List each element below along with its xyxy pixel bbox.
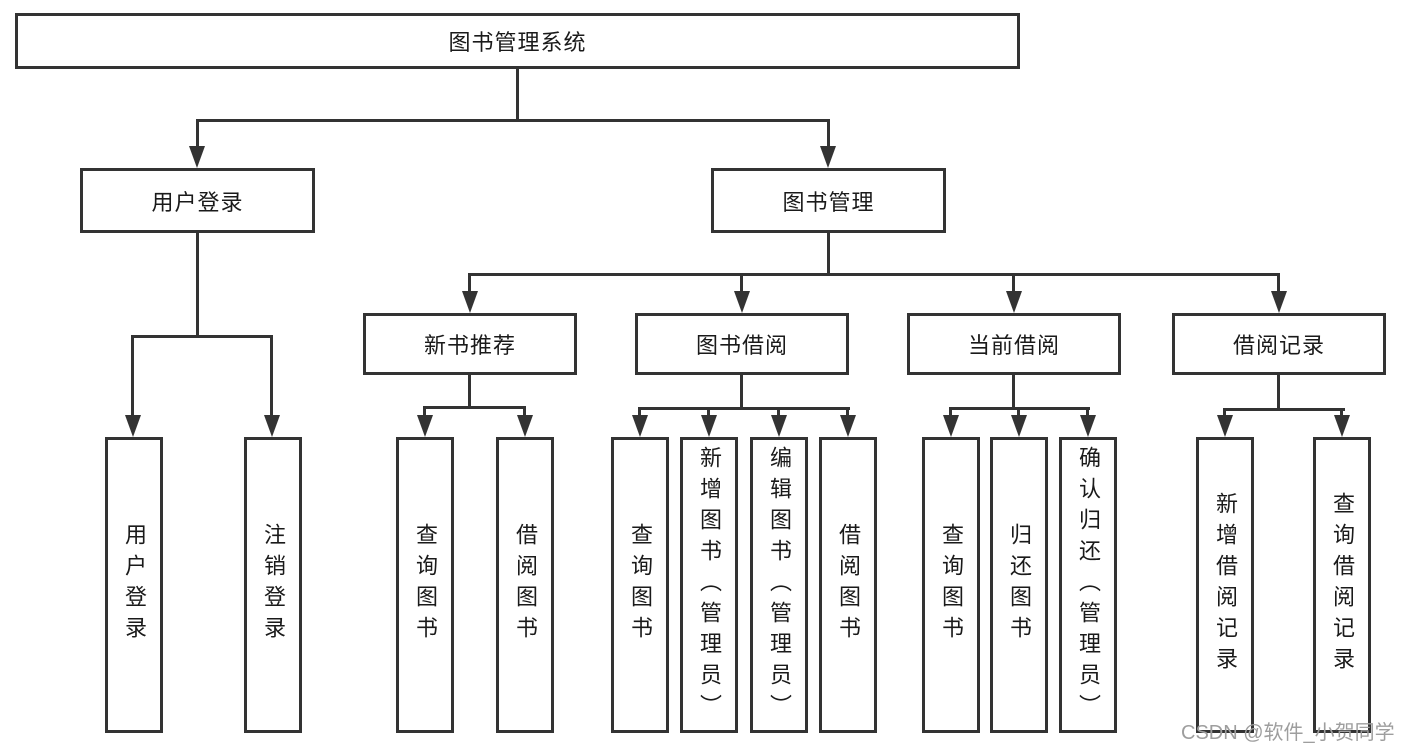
- arrow-down-icon: [1334, 415, 1350, 437]
- arrow-down-icon: [189, 146, 205, 168]
- arrow-down-icon: [1217, 415, 1233, 437]
- connector-stem: [1340, 408, 1343, 418]
- connector-borrow-stem: [740, 375, 743, 409]
- leaf-label: 借阅图书: [513, 523, 538, 647]
- arrow-down-icon: [125, 415, 141, 437]
- connector-user-login-branch: [131, 335, 273, 338]
- connector-stem: [827, 119, 830, 149]
- connector-book-mgmt-branch: [468, 273, 1280, 276]
- node-book-borrowing: 图书借阅: [635, 313, 849, 375]
- leaf-label: 查询图书: [628, 523, 653, 647]
- leaf-borrow-books-2: 借阅图书: [819, 437, 877, 733]
- connector-current-stem: [1012, 375, 1015, 409]
- connector-stem: [468, 273, 471, 293]
- node-borrowing-records: 借阅记录: [1172, 313, 1386, 375]
- leaf-label: 注销登录: [261, 523, 286, 647]
- leaf-label: 借阅图书: [836, 523, 861, 647]
- leaf-confirm-return-admin: 确认归还（管理员）: [1059, 437, 1117, 733]
- arrow-down-icon: [840, 415, 856, 437]
- leaf-label: 编辑图书（管理员）: [767, 445, 792, 725]
- leaf-label: 查询图书: [413, 523, 438, 647]
- connector-newbook-branch: [423, 406, 526, 409]
- connector-stem: [1012, 273, 1015, 293]
- connector-stem: [423, 406, 426, 418]
- arrow-down-icon: [701, 415, 717, 437]
- leaf-user-login: 用户登录: [105, 437, 163, 733]
- node-library-management-system: 图书管理系统: [15, 13, 1020, 69]
- connector-stem: [131, 335, 134, 417]
- arrow-down-icon: [771, 415, 787, 437]
- connector-stem: [270, 335, 273, 417]
- connector-borrow-branch: [638, 407, 850, 410]
- connector-stem: [1223, 408, 1226, 418]
- connector-records-stem: [1277, 375, 1280, 410]
- arrow-down-icon: [1080, 415, 1096, 437]
- arrow-down-icon: [820, 146, 836, 168]
- leaf-query-books-3: 查询图书: [922, 437, 980, 733]
- arrow-down-icon: [517, 415, 533, 437]
- connector-stem: [196, 119, 199, 149]
- leaf-label: 查询图书: [939, 523, 964, 647]
- connector-stem: [1086, 407, 1089, 418]
- watermark-csdn: CSDN @软件_小贺同学: [1181, 722, 1395, 744]
- node-book-management: 图书管理: [711, 168, 946, 233]
- connector-stem: [846, 407, 849, 418]
- arrow-down-icon: [734, 291, 750, 313]
- connector-newbook-stem: [468, 375, 471, 408]
- connector-stem: [949, 407, 952, 418]
- leaf-add-borrow-record: 新增借阅记录: [1196, 437, 1254, 733]
- node-current-borrowing: 当前借阅: [907, 313, 1121, 375]
- connector-records-branch: [1223, 408, 1345, 411]
- arrow-down-icon: [1271, 291, 1287, 313]
- node-new-book-recommend: 新书推荐: [363, 313, 577, 375]
- connector-stem: [740, 273, 743, 293]
- leaf-borrow-books-1: 借阅图书: [496, 437, 554, 733]
- connector-stem: [777, 407, 780, 418]
- arrow-down-icon: [264, 415, 280, 437]
- connector-stem: [1017, 407, 1020, 418]
- connector-stem: [707, 407, 710, 418]
- arrow-down-icon: [462, 291, 478, 313]
- connector-root-stem: [516, 69, 519, 121]
- connector-stem: [523, 406, 526, 418]
- leaf-query-books-1: 查询图书: [396, 437, 454, 733]
- leaf-label: 新增图书（管理员）: [697, 445, 722, 725]
- connector-stem: [638, 407, 641, 418]
- leaf-label: 查询借阅记录: [1330, 492, 1355, 678]
- leaf-logout: 注销登录: [244, 437, 302, 733]
- connector-book-mgmt-stem: [827, 233, 830, 275]
- leaf-label: 确认归还（管理员）: [1076, 445, 1101, 725]
- leaf-label: 用户登录: [122, 523, 147, 647]
- leaf-edit-book-admin: 编辑图书（管理员）: [750, 437, 808, 733]
- arrow-down-icon: [417, 415, 433, 437]
- node-user-login: 用户登录: [80, 168, 315, 233]
- arrow-down-icon: [632, 415, 648, 437]
- leaf-label: 归还图书: [1007, 523, 1032, 647]
- leaf-query-books-2: 查询图书: [611, 437, 669, 733]
- leaf-query-borrow-record: 查询借阅记录: [1313, 437, 1371, 733]
- arrow-down-icon: [1006, 291, 1022, 313]
- arrow-down-icon: [1011, 415, 1027, 437]
- connector-stem: [1277, 273, 1280, 293]
- leaf-return-books: 归还图书: [990, 437, 1048, 733]
- connector-level1-branch: [196, 119, 830, 122]
- leaf-label: 新增借阅记录: [1213, 492, 1238, 678]
- connector-user-login-stem: [196, 233, 199, 337]
- arrow-down-icon: [943, 415, 959, 437]
- leaf-add-book-admin: 新增图书（管理员）: [680, 437, 738, 733]
